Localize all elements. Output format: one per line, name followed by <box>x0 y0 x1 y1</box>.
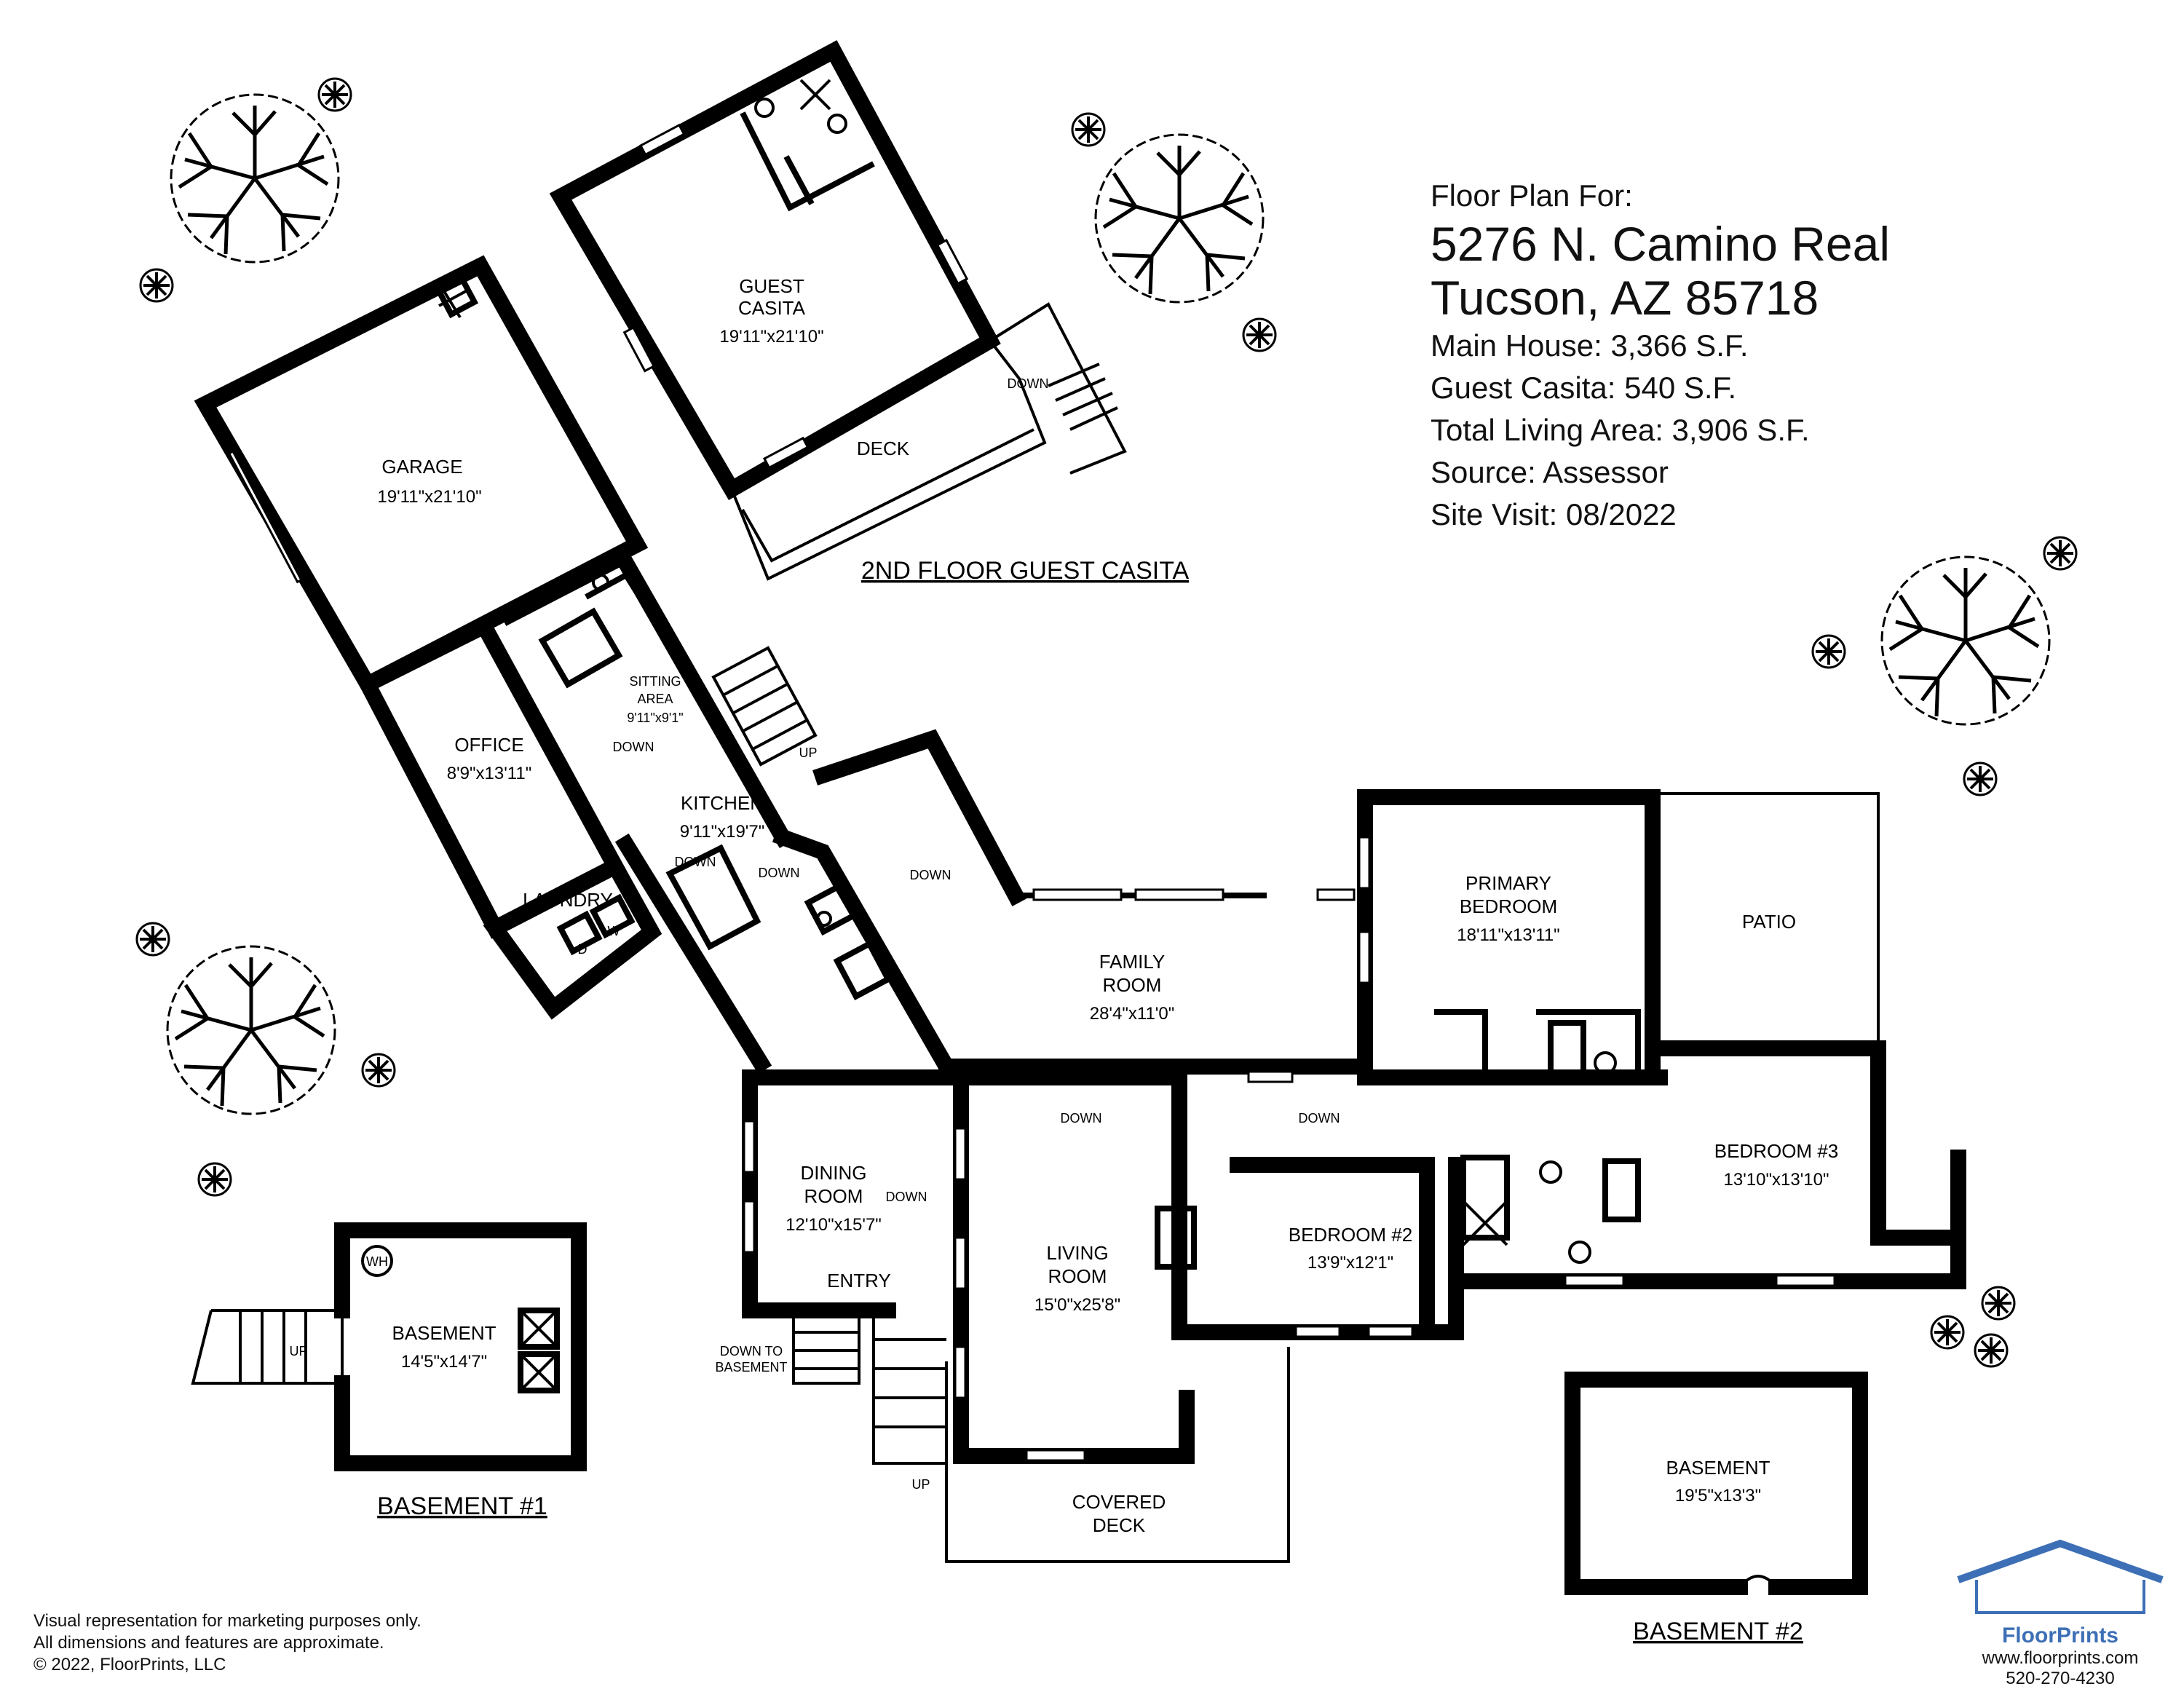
brand-phone: 520-270-4230 <box>2006 1669 2115 1688</box>
sitting-name-1: SITTING <box>630 674 681 689</box>
tree-icon <box>1882 557 2049 724</box>
site-visit: Site Visit: 08/2022 <box>1431 497 1677 531</box>
laundry-d-label: D <box>578 942 587 957</box>
bedroom3-label: BEDROOM #3 <box>1714 1140 1839 1162</box>
covered-deck-name-1: COVERED <box>1072 1491 1166 1513</box>
disclaimer-line-1: Visual representation for marketing purp… <box>33 1611 422 1631</box>
tree-icon <box>167 946 335 1114</box>
primary-dims: 18'11"x13'11" <box>1457 925 1559 945</box>
shrub-icon <box>1071 112 1106 147</box>
laundry-w-label: W <box>608 924 620 938</box>
disclaimer: Visual representation for marketing purp… <box>33 1610 422 1676</box>
shrub-icon <box>1811 634 1846 669</box>
disclaimer-line-2: All dimensions and features are approxim… <box>33 1633 384 1653</box>
property-info: Floor Plan For: 5276 N. Camino Real Tucs… <box>1431 175 1890 536</box>
casita-name-2: CASITA <box>738 297 806 319</box>
brand-url[interactable]: www.floorprints.com <box>1982 1648 2139 1668</box>
basement1-up-label: UP <box>289 1344 307 1358</box>
kitchen-down-label-2: DOWN <box>759 866 800 880</box>
water-heater-label: WH <box>366 1254 388 1269</box>
living-dims: 15'0"x25'8" <box>1034 1295 1120 1315</box>
shrub-icon <box>361 1053 396 1088</box>
brand-name: FloorPrints <box>2001 1623 2118 1648</box>
sitting-dims: 9'11"x9'1" <box>627 711 683 725</box>
floorprints-branding: FloorPrints www.floorprints.com 520-270-… <box>1951 1543 2169 1689</box>
shrub-icon <box>1242 317 1277 352</box>
family-name-2: ROOM <box>1103 974 1162 996</box>
family-name-1: FAMILY <box>1099 951 1166 973</box>
shrub-icon <box>1930 1315 1965 1350</box>
dining-down-label: DOWN <box>886 1190 927 1204</box>
shrub-icon <box>139 268 174 303</box>
sitting-name-2: AREA <box>637 692 673 706</box>
shrub-icon <box>135 922 170 957</box>
dining-dims: 12'10"x15'7" <box>786 1215 882 1235</box>
family-down-label: DOWN <box>910 868 951 882</box>
living-name-2: ROOM <box>1048 1265 1107 1287</box>
living-name-1: LIVING <box>1046 1242 1108 1264</box>
primary-name-2: BEDROOM <box>1460 895 1557 917</box>
address-line-1: 5276 N. Camino Real <box>1431 217 1890 271</box>
tree-icon <box>1096 135 1263 302</box>
down-to-basement-2: BASEMENT <box>715 1360 787 1374</box>
shrub-icon <box>1963 762 1998 796</box>
casita-down-label: DOWN <box>1008 376 1049 391</box>
guest-casita-area: Guest Casita: 540 S.F. <box>1431 371 1737 405</box>
sitting-down-label: DOWN <box>613 740 654 754</box>
copyright: © 2022, FloorPrints, LLC <box>33 1655 226 1674</box>
main-house-walls: D W <box>194 255 1966 1563</box>
primary-name-1: PRIMARY <box>1465 872 1551 894</box>
floorprints-logo-icon <box>1957 1539 2164 1614</box>
tree-icon <box>171 95 339 262</box>
bedroom2-dims: 13'9"x12'1" <box>1307 1253 1393 1273</box>
entry-label: ENTRY <box>827 1270 891 1292</box>
hall-down-label: DOWN <box>1299 1111 1340 1126</box>
entry-up-label: UP <box>911 1477 930 1492</box>
shrub-icon <box>1974 1333 2009 1368</box>
laundry-label: LAUNDRY <box>523 889 613 911</box>
casita-name-1: GUEST <box>739 275 804 297</box>
casita-title: 2ND FLOOR GUEST CASITA <box>861 557 1190 585</box>
basement1-walls <box>191 1222 587 1471</box>
total-living-area: Total Living Area: 3,906 S.F. <box>1431 413 1810 447</box>
basement1-label: BASEMENT <box>392 1322 496 1344</box>
dining-name-2: ROOM <box>804 1185 863 1207</box>
garage-label: GARAGE <box>381 456 462 478</box>
covered-deck-name-2: DECK <box>1093 1514 1146 1536</box>
living-down-label: DOWN <box>1061 1111 1102 1126</box>
guest-casita-walls <box>549 40 1127 581</box>
basement2-title: BASEMENT #2 <box>1633 1618 1803 1645</box>
kitchen-dims: 9'11"x19'7" <box>680 822 765 842</box>
garage-dims: 19'11"x21'10" <box>377 487 481 507</box>
patio-label: PATIO <box>1742 911 1796 933</box>
basement1-title: BASEMENT #1 <box>377 1492 547 1520</box>
kitchen-label: KITCHEN <box>681 792 764 814</box>
basement1-dims: 14'5"x14'7" <box>401 1352 487 1372</box>
shrub-icon <box>1981 1286 2016 1321</box>
bedroom2-label: BEDROOM #2 <box>1289 1224 1413 1246</box>
office-label: OFFICE <box>454 734 523 756</box>
family-dims: 28'4"x11'0" <box>1090 1004 1175 1024</box>
source: Source: Assessor <box>1431 455 1669 489</box>
shrub-icon <box>317 77 352 112</box>
kitchen-down-label: DOWN <box>675 855 716 869</box>
basement2-walls <box>1564 1372 1868 1595</box>
bedroom3-dims: 13'10"x13'10" <box>1724 1170 1829 1190</box>
stair-up-label: UP <box>799 745 817 760</box>
casita-dims: 19'11"x21'10" <box>719 327 823 347</box>
floor-plan-for: Floor Plan For: <box>1431 178 1633 213</box>
shrub-icon <box>197 1162 232 1197</box>
office-dims: 8'9"x13'11" <box>447 764 532 783</box>
down-to-basement-1: DOWN TO <box>720 1344 783 1358</box>
basement2-label: BASEMENT <box>1666 1457 1770 1479</box>
shrub-icon <box>2043 536 2078 571</box>
basement2-dims: 19'5"x13'3" <box>1675 1486 1761 1506</box>
address-line-2: Tucson, AZ 85718 <box>1431 271 1819 325</box>
dining-name-1: DINING <box>801 1162 867 1184</box>
main-house-area: Main House: 3,366 S.F. <box>1431 328 1749 363</box>
deck-label: DECK <box>857 438 910 459</box>
